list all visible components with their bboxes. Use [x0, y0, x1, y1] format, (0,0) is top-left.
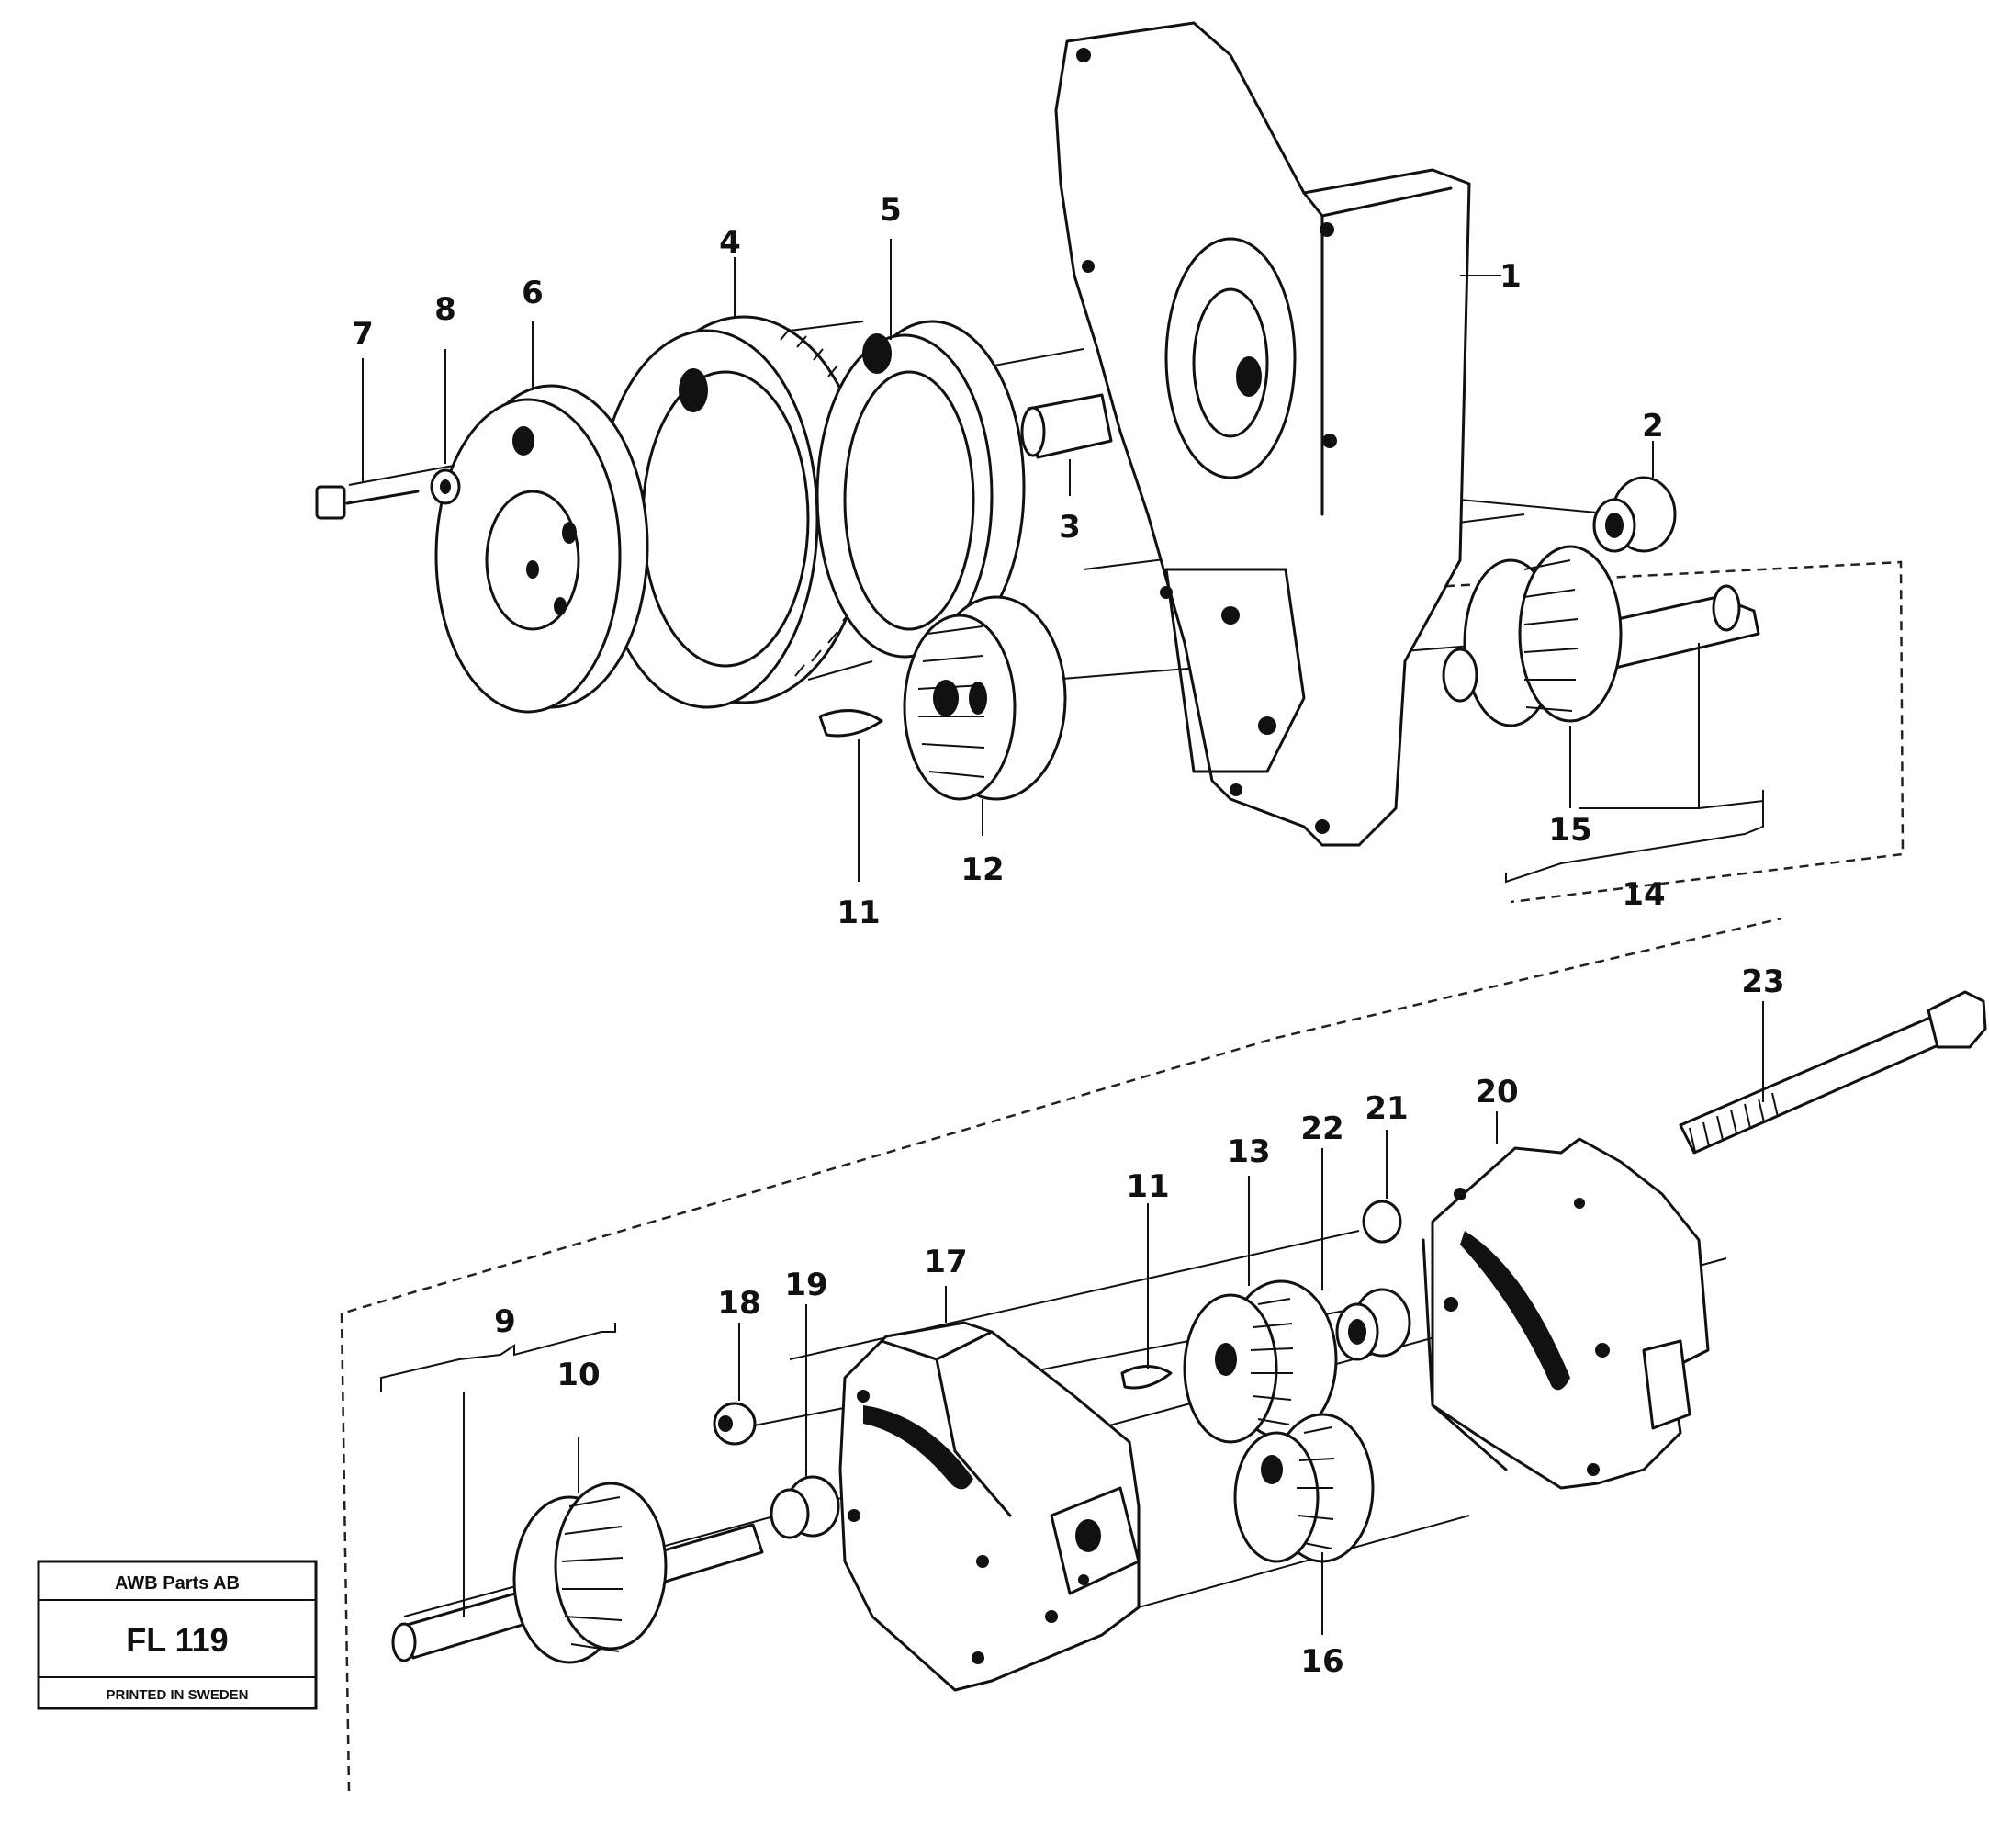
label-21: 21 [1365, 1090, 1408, 1127]
drive-gear-part-12 [903, 595, 1067, 836]
plug-part-18 [713, 1323, 757, 1446]
label-11-lower: 11 [1126, 1168, 1169, 1205]
gear-part-16 [1233, 1413, 1375, 1635]
stamp-code: FL 119 [126, 1621, 228, 1659]
label-6: 6 [522, 275, 544, 311]
label-5: 5 [880, 192, 902, 229]
washer-part-8 [430, 349, 461, 505]
long-bolt-part-23 [1679, 990, 1987, 1155]
label-16: 16 [1300, 1643, 1343, 1680]
label-4: 4 [719, 224, 741, 261]
label-14: 14 [1622, 876, 1665, 913]
bolt-part-7 [315, 358, 420, 520]
pulley-hub-part-6 [434, 321, 649, 714]
label-19: 19 [784, 1267, 827, 1303]
label-20: 20 [1475, 1074, 1518, 1110]
gear-shaft-part-14 [1442, 545, 1764, 884]
label-17: 17 [924, 1244, 967, 1280]
label-22: 22 [1300, 1110, 1343, 1147]
stamp-footer: PRINTED IN SWEDEN [106, 1687, 248, 1703]
label-12: 12 [961, 851, 1004, 888]
cover-part-20 [1422, 1111, 1710, 1490]
label-1: 1 [1500, 258, 1522, 295]
bearing-ring-part-5 [815, 239, 1026, 659]
lower-group-box [340, 917, 1782, 1792]
plug-part-21 [1362, 1130, 1402, 1244]
label-7: 7 [352, 316, 374, 353]
label-8: 8 [434, 291, 456, 328]
housing-part-1 [1054, 21, 1501, 847]
bushing-part-22 [1321, 1148, 1411, 1361]
label-10: 10 [556, 1357, 600, 1393]
label-3: 3 [1059, 509, 1081, 546]
label-13: 13 [1227, 1133, 1270, 1170]
label-18: 18 [717, 1285, 760, 1322]
label-11-upper: 11 [837, 895, 880, 931]
gear-shaft-part-9 [380, 1323, 764, 1664]
upper-group-box [1413, 560, 1905, 904]
stamp-company: AWB Parts AB [115, 1573, 240, 1594]
label-2: 2 [1642, 408, 1664, 445]
label-15: 15 [1548, 812, 1591, 849]
pin-part-3 [1020, 393, 1113, 496]
ring-gear-part-4 [595, 257, 881, 709]
label-23: 23 [1741, 963, 1784, 1000]
pump-body-part-17 [838, 1286, 1141, 1692]
key-part-11-upper [818, 709, 883, 882]
key-part-11-lower [1120, 1203, 1173, 1390]
label-9: 9 [494, 1303, 516, 1340]
bushing-part-19 [770, 1304, 840, 1539]
parts-stamp: AWB Parts AB FL 119 PRINTED IN SWEDEN [37, 1560, 318, 1710]
bushing-part-2 [1592, 441, 1677, 553]
gear-part-13 [1183, 1176, 1338, 1444]
